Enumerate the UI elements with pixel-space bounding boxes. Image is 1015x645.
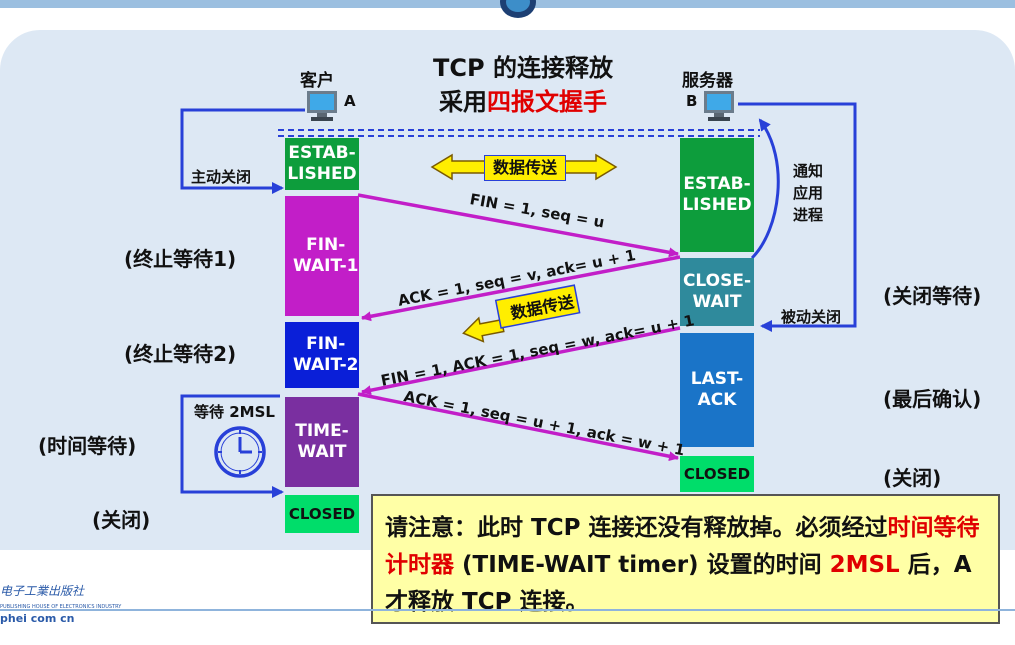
publisher-subtitle: PUBLISHING HOUSE OF ELECTRONICS INDUSTRY	[0, 604, 122, 610]
active-close-label: 主动关闭	[191, 168, 252, 186]
client-state-closed: CLOSED	[285, 495, 359, 533]
server-letter: B	[686, 92, 698, 110]
data-transfer-label-1: 数据传送	[484, 155, 566, 181]
label-time-wait: (时间等待)	[38, 434, 137, 458]
server-computer-icon	[704, 91, 734, 121]
client-state-established: ESTAB- LISHED	[285, 138, 359, 190]
title-line-2: 采用四报文握手	[439, 88, 607, 116]
footer-line	[0, 609, 1015, 611]
label-fin-wait-1: (终止等待1)	[124, 247, 237, 271]
client-letter: A	[344, 92, 356, 110]
label-last-ack: (最后确认)	[883, 387, 982, 411]
note-box: 请注意：此时 TCP 连接还没有释放掉。必须经过时间等待计时器 (TIME-WA…	[371, 494, 1000, 624]
wait-2msl-label: 等待 2MSL	[194, 403, 275, 421]
client-computer-icon	[307, 91, 337, 121]
title-line-1: TCP 的连接释放	[433, 54, 613, 82]
client-label: 客户	[300, 71, 334, 91]
label-fin-wait-2: (终止等待2)	[124, 342, 237, 366]
publisher-name: 电子工業出版社	[0, 584, 85, 598]
label-client-closed: (关闭)	[92, 508, 151, 532]
server-label: 服务器	[682, 71, 733, 91]
server-state-last-ack: LAST- ACK	[680, 333, 754, 447]
client-state-fin-wait-1: FIN- WAIT-1	[285, 196, 359, 316]
server-state-closed: CLOSED	[680, 456, 754, 492]
passive-close-label: 被动关闭	[781, 308, 842, 326]
publisher-url: phei com cn	[0, 612, 75, 625]
notify-app-label: 通知 应用 进程	[793, 162, 824, 224]
server-state-established: ESTAB- LISHED	[680, 138, 754, 252]
server-state-close-wait: CLOSE- WAIT	[680, 258, 754, 326]
label-close-wait: (关闭等待)	[883, 284, 982, 308]
client-state-time-wait: TIME- WAIT	[285, 397, 359, 487]
client-state-fin-wait-2: FIN- WAIT-2	[285, 322, 359, 388]
label-server-closed: (关闭)	[883, 466, 942, 490]
logo-icon	[500, 0, 536, 18]
